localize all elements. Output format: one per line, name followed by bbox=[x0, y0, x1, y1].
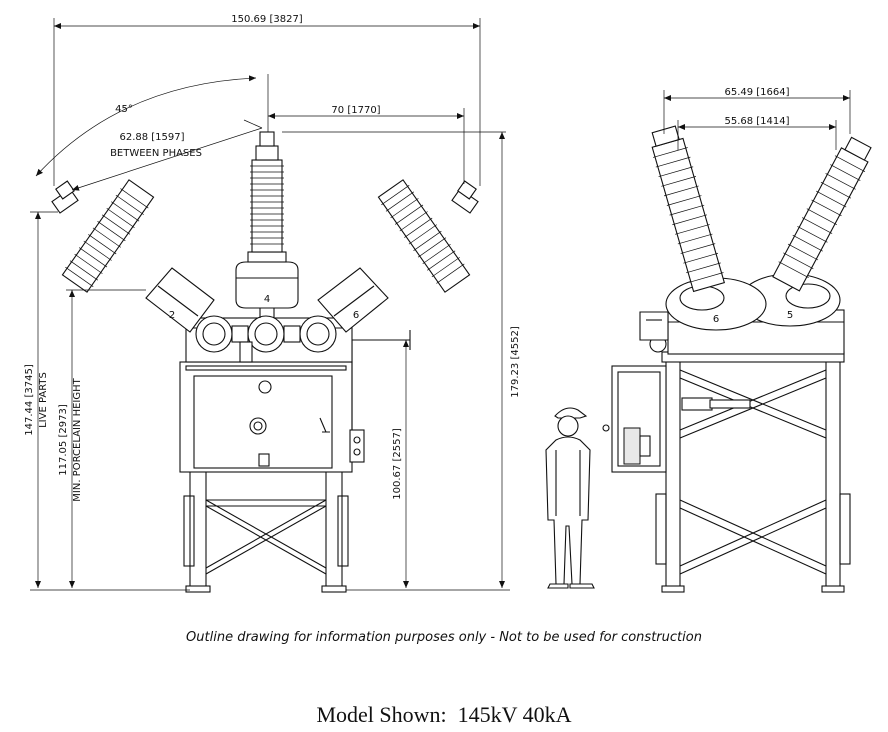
dim-overall-width: 150.69 [3827] bbox=[231, 14, 303, 25]
dim-center-offset: 70 [1770] bbox=[331, 105, 380, 116]
side-pole-back bbox=[739, 136, 872, 327]
dim-total-height: 179.23 [4552] bbox=[510, 326, 521, 398]
dim-porcelain-label: MIN. PORCELAIN HEIGHT bbox=[72, 377, 83, 501]
pole-label-6: 6 bbox=[353, 310, 359, 321]
model-caption: Model Shown: 145kV 40kA bbox=[0, 702, 888, 728]
front-view: 2 4 6 bbox=[51, 131, 479, 593]
disclaimer-note: Outline drawing for information purposes… bbox=[186, 630, 702, 645]
side-pole-label-6: 6 bbox=[713, 314, 719, 325]
dim-porcelain-value: 117.05 [2973] bbox=[58, 404, 69, 476]
dim-live-parts-value: 147.44 [3745] bbox=[24, 364, 35, 436]
model-value: 145kV 40kA bbox=[457, 702, 572, 727]
front-tank bbox=[185, 315, 353, 363]
side-pole-label-5: 5 bbox=[787, 310, 793, 321]
front-pole-right bbox=[317, 179, 479, 333]
dim-side-outer: 65.49 [1664] bbox=[724, 87, 789, 98]
front-dimensions: 150.69 [3827] 45° 62.88 [1597] BETWEEN P… bbox=[24, 14, 521, 591]
side-pole-front bbox=[651, 125, 767, 331]
side-view: 6 5 bbox=[602, 125, 872, 593]
pole-label-4: 4 bbox=[264, 294, 270, 305]
front-pole-left bbox=[51, 179, 215, 333]
dim-between-phases-label: BETWEEN PHASES bbox=[110, 148, 202, 159]
pole-label-2: 2 bbox=[169, 310, 175, 321]
side-cabinet bbox=[602, 365, 751, 473]
side-stand bbox=[655, 351, 851, 593]
outline-drawing: 2 4 6 150.69 [3827] 45° 62.88 [1597] BET… bbox=[24, 14, 872, 593]
dim-between-phases-value: 62.88 [1597] bbox=[119, 132, 184, 143]
front-pole-center bbox=[235, 131, 299, 318]
human-figure bbox=[545, 407, 595, 589]
dim-side-inner: 55.68 [1414] bbox=[724, 116, 789, 127]
dim-base-height: 100.67 [2557] bbox=[392, 428, 403, 500]
front-stand bbox=[183, 467, 349, 593]
side-dimensions: 65.49 [1664] 55.68 [1414] bbox=[663, 87, 851, 150]
dim-angle: 45° bbox=[115, 104, 133, 115]
model-prefix: Model Shown: bbox=[316, 702, 447, 727]
dim-live-parts-label: LIVE PARTS bbox=[38, 372, 49, 428]
